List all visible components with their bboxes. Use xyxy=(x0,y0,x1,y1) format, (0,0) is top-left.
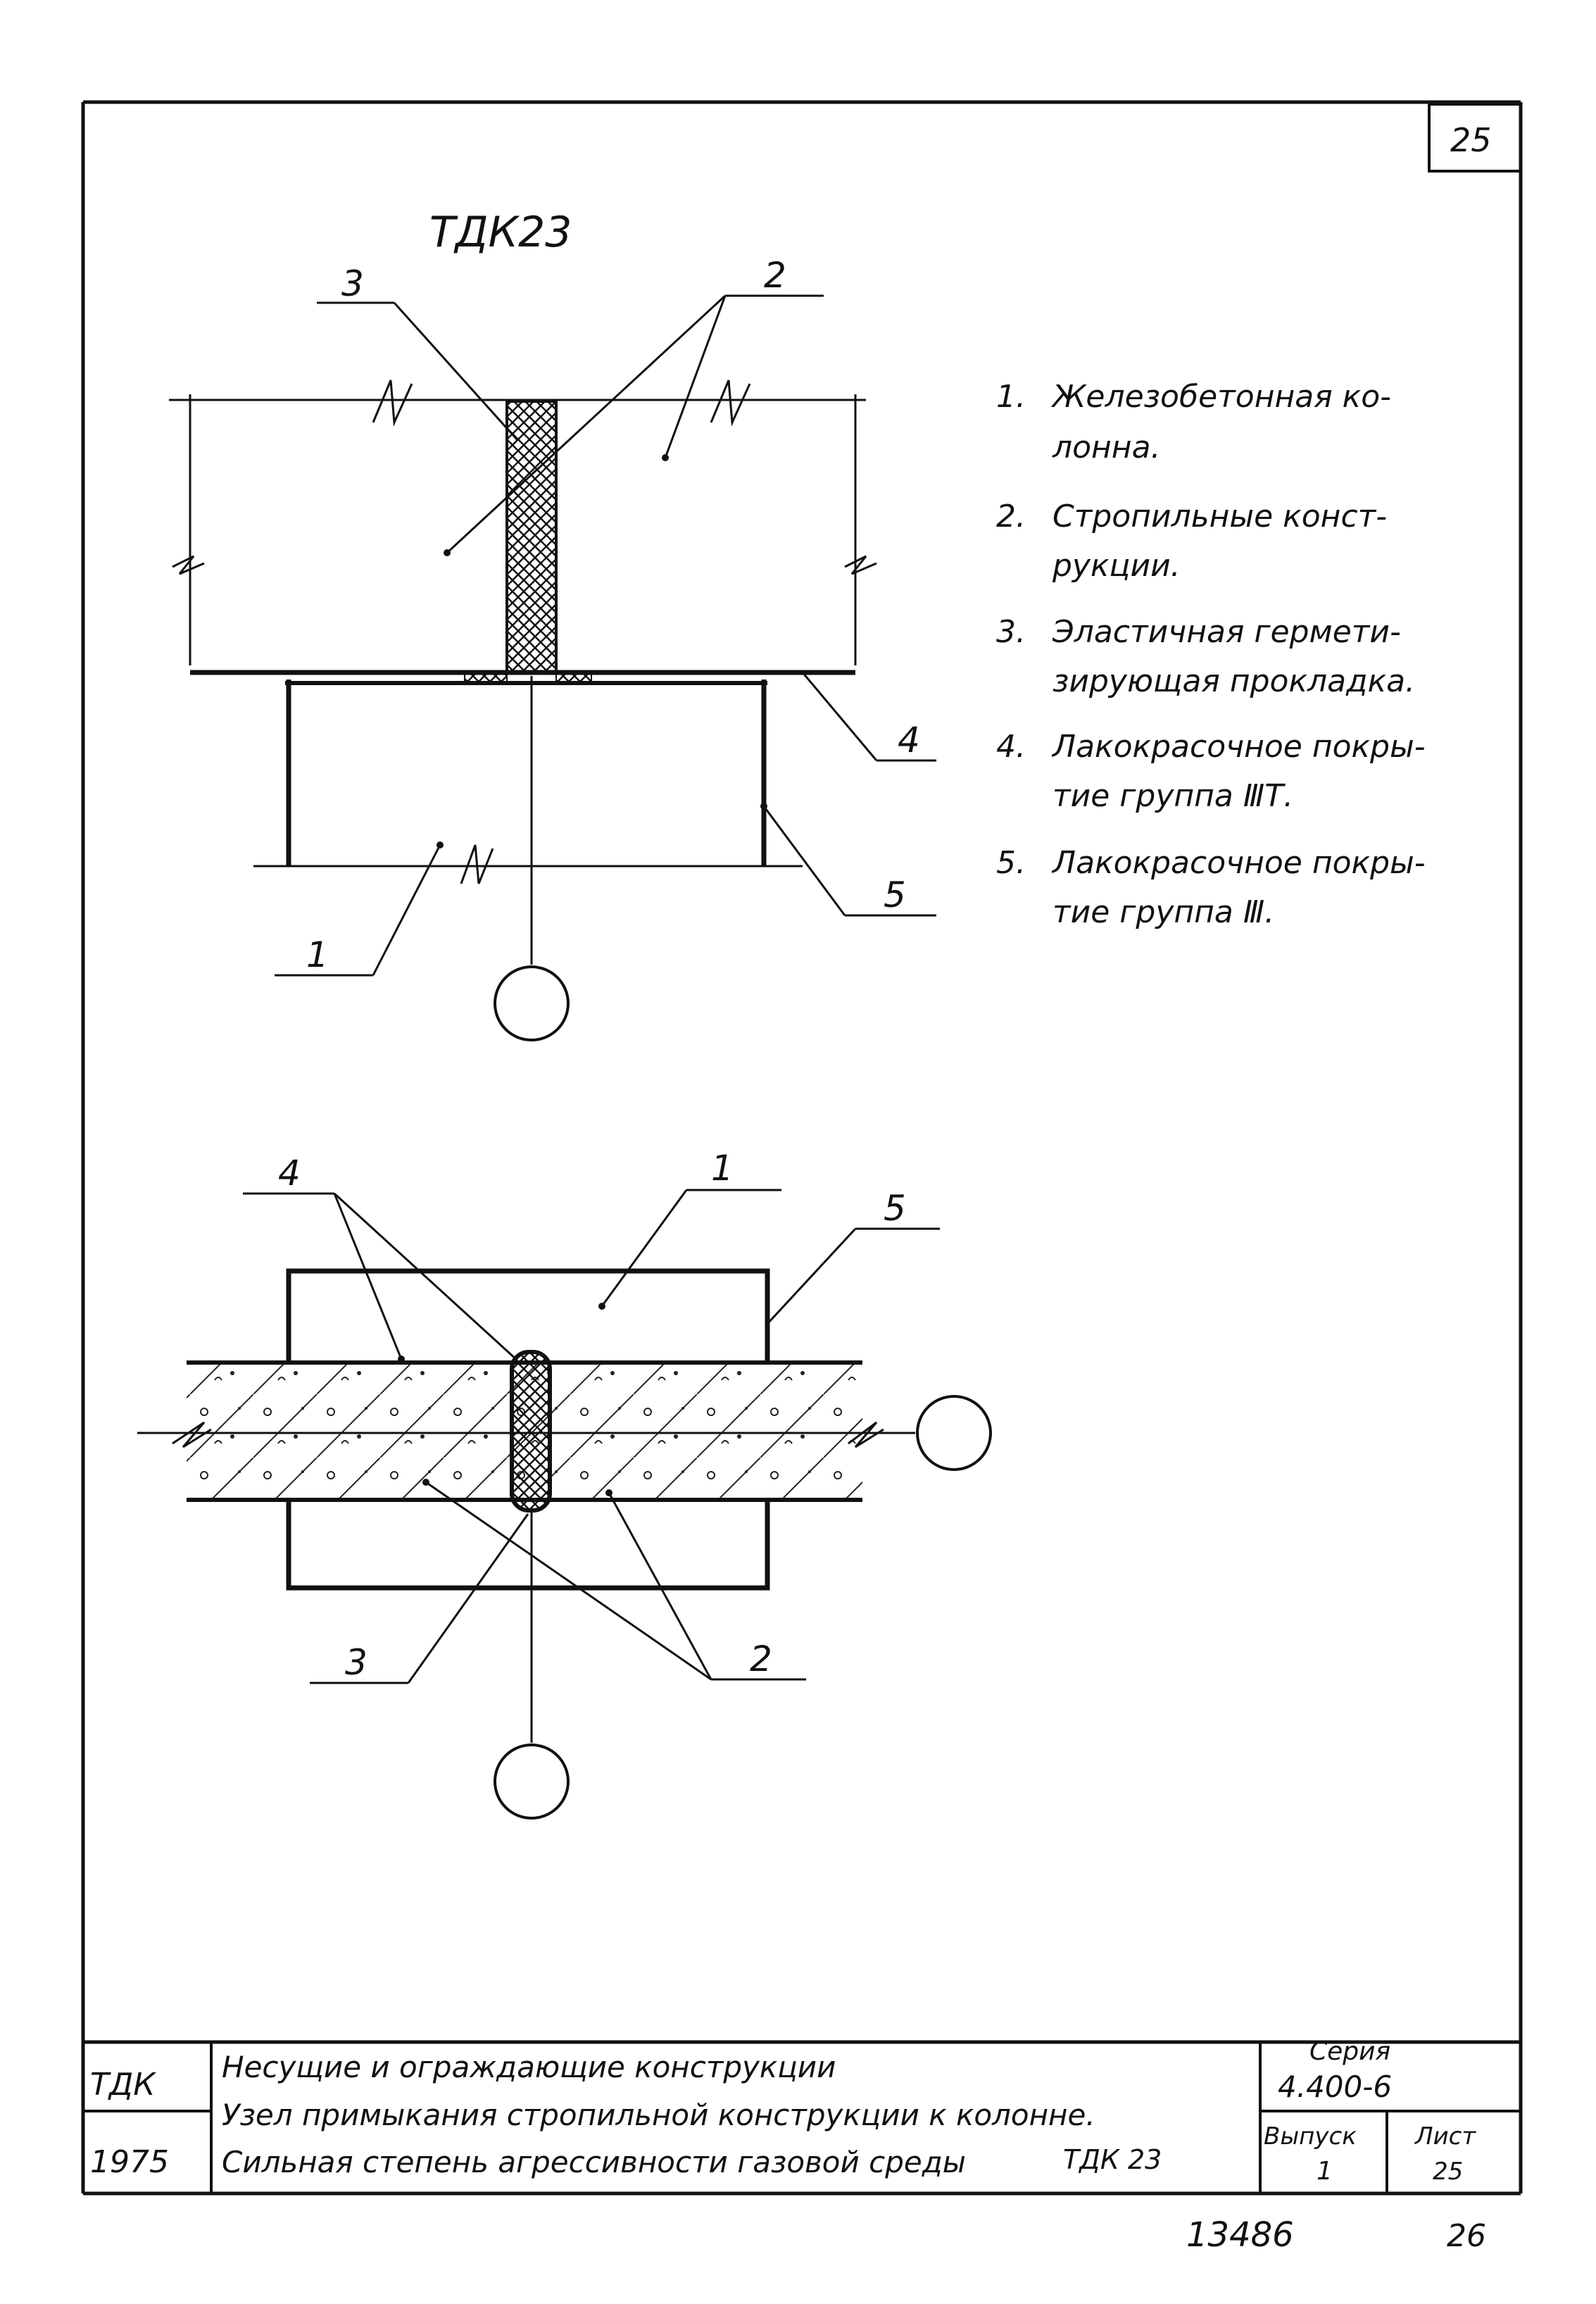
legend-item-4-line-2: тие группа ⅢТ. xyxy=(1053,778,1293,814)
callout-1: 1 xyxy=(306,934,329,975)
footer-page: 26 xyxy=(1447,2218,1486,2254)
callout-4: 4 xyxy=(278,1153,301,1194)
legend-item-1-line-2: лонна. xyxy=(1052,430,1161,465)
callout-5: 5 xyxy=(884,875,906,915)
legend-item-3-line-2: зирующая прокладка. xyxy=(1053,663,1415,699)
tb-year: 1975 xyxy=(90,2144,169,2180)
svg-text:5.: 5. xyxy=(996,845,1026,881)
legend-item-3: 3. Эластичная гермети- зирующая прокладк… xyxy=(996,614,1415,699)
tb-sheet-label: Лист xyxy=(1414,2122,1476,2150)
legend-item-2-line-2: рукции. xyxy=(1052,548,1181,584)
callout-3: 3 xyxy=(345,1642,367,1683)
legend-item-3-line-1: Эластичная гермети- xyxy=(1052,614,1401,650)
callout-2: 2 xyxy=(764,255,786,296)
tb-line-1: Несущие и ограждающие конструкции xyxy=(222,2050,836,2084)
tb-issue-label: Выпуск xyxy=(1264,2122,1357,2150)
legend-item-5-line-2: тие группа Ⅲ. xyxy=(1053,894,1274,930)
callout-5: 5 xyxy=(884,1188,906,1229)
page-number-box: 25 xyxy=(1428,103,1522,173)
tb-issue-value: 1 xyxy=(1317,2157,1333,2186)
detail-top: 3 2 4 5 1 xyxy=(169,255,936,1041)
tb-series-label: Серия xyxy=(1309,2037,1390,2066)
tb-sheet-code: ТДК 23 xyxy=(1063,2144,1162,2175)
sheet-frame xyxy=(81,100,1523,2196)
svg-text:2.: 2. xyxy=(996,499,1026,534)
tb-sheet-value: 25 xyxy=(1433,2158,1463,2186)
drawing-title: ТДК23 xyxy=(429,208,572,257)
callout-2: 2 xyxy=(750,1639,772,1679)
title-block: ТДК 1975 Несущие и ограждающие конструкц… xyxy=(83,2037,1521,2193)
inventory-number: 13486 xyxy=(1186,2215,1294,2255)
legend: 1. Железобетонная ко- лонна. 2. Стропиль… xyxy=(996,379,1426,930)
legend-item-5-line-1: Лакокрасочное покры- xyxy=(1051,845,1426,881)
tb-series-value: 4.400-6 xyxy=(1278,2070,1392,2104)
legend-item-1-line-1: Железобетонная ко- xyxy=(1050,379,1391,415)
legend-item-5: 5. Лакокрасочное покры- тие группа Ⅲ. xyxy=(996,845,1426,930)
svg-text:4.: 4. xyxy=(996,729,1026,765)
legend-item-4-line-1: Лакокрасочное покры- xyxy=(1051,729,1426,765)
detail-bottom: 4 1 5 3 2 xyxy=(137,1148,992,1820)
callout-1: 1 xyxy=(711,1148,734,1189)
legend-item-2-line-1: Стропильные конст- xyxy=(1053,499,1387,534)
tb-code: ТДК xyxy=(90,2067,156,2103)
legend-item-2: 2. Стропильные конст- рукции. xyxy=(996,499,1387,584)
tb-line-2: Узел примыкания стропильной конструкции … xyxy=(222,2098,1095,2132)
callout-3: 3 xyxy=(341,263,364,304)
tb-line-3: Сильная степень агрессивности газовой ср… xyxy=(222,2145,966,2179)
callout-4: 4 xyxy=(898,720,920,760)
svg-text:1.: 1. xyxy=(996,379,1026,415)
legend-item-4: 4. Лакокрасочное покры- тие группа ⅢТ. xyxy=(996,729,1426,814)
legend-item-1: 1. Железобетонная ко- лонна. xyxy=(996,379,1391,465)
svg-text:3.: 3. xyxy=(996,614,1026,650)
page-number: 25 xyxy=(1450,121,1492,159)
